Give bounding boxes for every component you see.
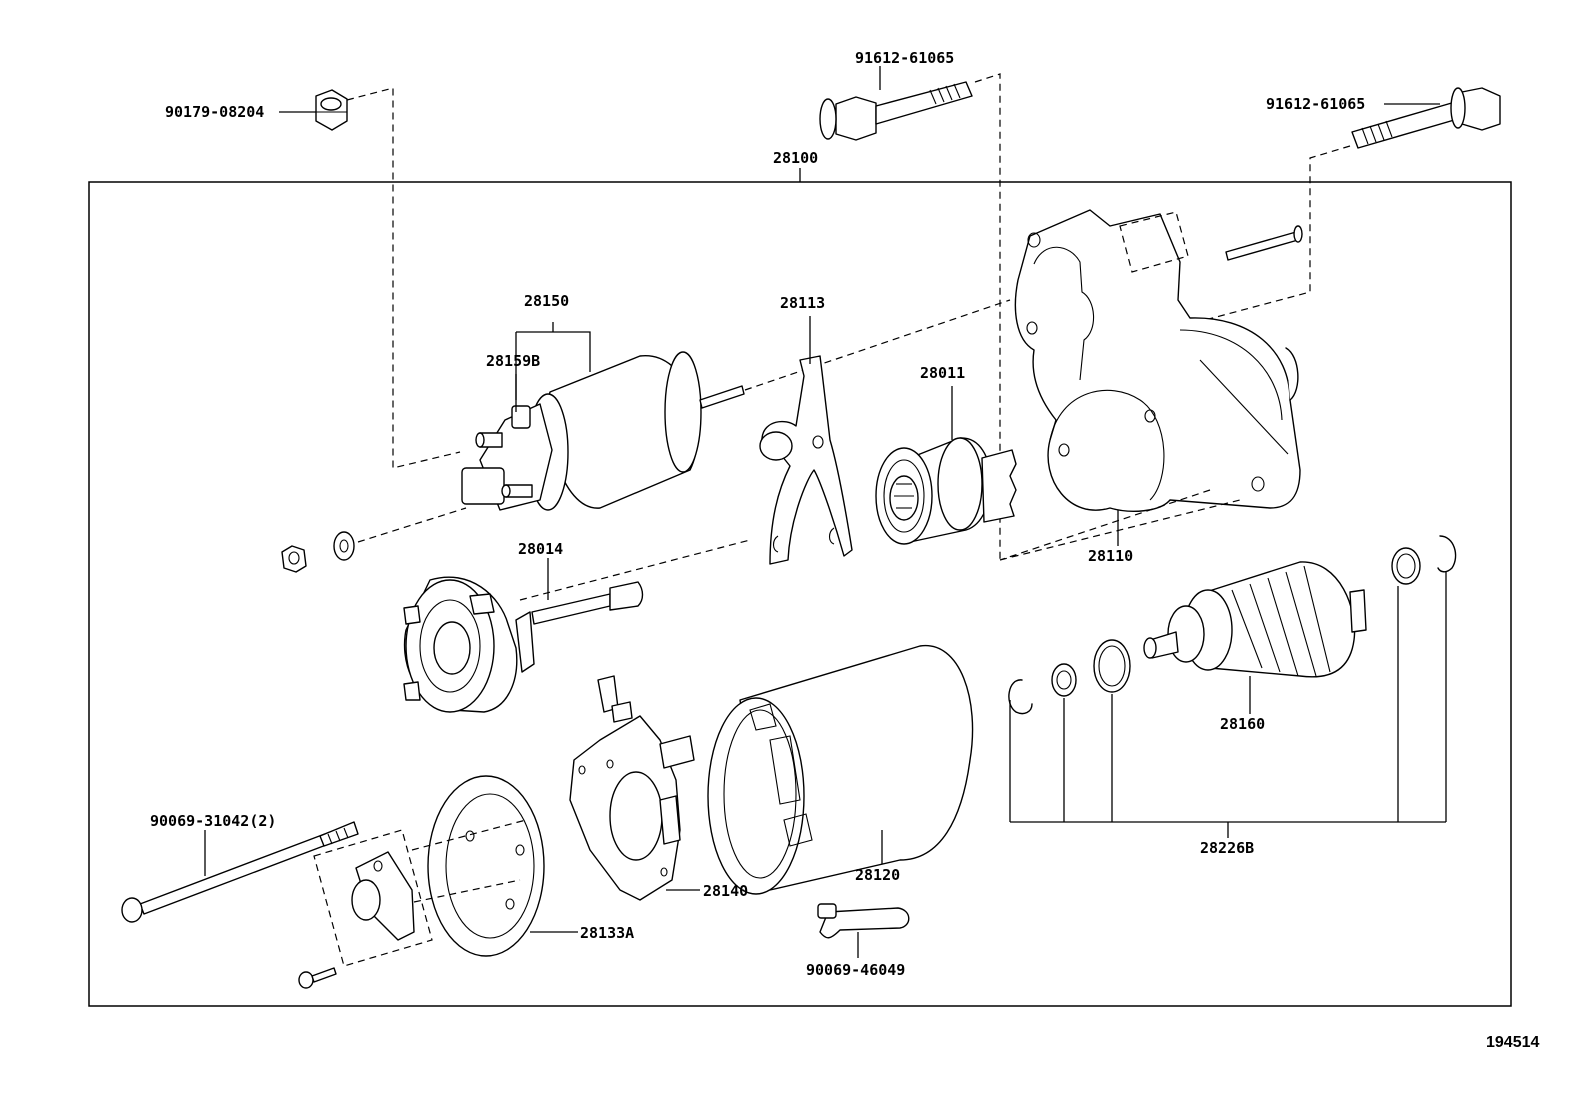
label-90069-46049: 90069-46049 <box>806 961 905 979</box>
label-28226B: 28226B <box>1200 839 1254 857</box>
starter-clutch-28011-icon <box>875 437 1017 545</box>
label-28113: 28113 <box>780 294 825 312</box>
label-28160: 28160 <box>1220 715 1265 733</box>
nut-90179-08204-icon <box>315 89 348 131</box>
brush-holder-28140-icon <box>569 675 695 901</box>
snap-ring-left-icon <box>1008 679 1033 715</box>
label-91612-61065-center: 91612-61065 <box>855 49 954 67</box>
dash-solenoid-axis <box>357 299 1011 543</box>
yoke-28120-icon <box>707 645 974 895</box>
bolt-91612-61065-right-icon <box>1351 87 1501 149</box>
figure-id: 194514 <box>1486 1034 1539 1051</box>
dash-nut-to-stud <box>346 87 461 469</box>
dash-bolt-right <box>1189 145 1351 325</box>
end-frame-28133A-icon <box>427 775 545 957</box>
label-90179-08204: 90179-08204 <box>165 103 264 121</box>
label-28133A: 28133A <box>580 924 634 942</box>
gear-housing-28014-icon <box>403 576 644 713</box>
small-nut-icon <box>281 545 307 573</box>
washer-large-icon <box>1093 639 1131 693</box>
wire-clamp-90069-46049-icon <box>817 903 910 939</box>
washer-small-icon <box>1051 663 1077 697</box>
dash-drive-axis <box>519 539 751 601</box>
starter-housing-28110-icon <box>1014 209 1301 512</box>
bolt-91612-61065-center-icon <box>819 81 973 141</box>
label-28120: 28120 <box>855 866 900 884</box>
dash-housing-bottom <box>999 489 1241 561</box>
dash-housing-cap <box>1119 211 1189 273</box>
housing-stud-icon <box>1225 225 1303 261</box>
small-screw-icon <box>298 967 337 989</box>
solenoid-28150-icon <box>461 351 745 511</box>
label-28011: 28011 <box>920 364 965 382</box>
snap-ring-right-icon <box>1437 535 1457 573</box>
through-bolt-90069-31042-icon <box>121 821 359 923</box>
label-28110: 28110 <box>1088 547 1133 565</box>
rear-cap-icon <box>351 851 415 941</box>
small-washer-icon <box>333 531 355 561</box>
dash-bolt-center <box>974 73 1001 560</box>
bracket-28226B <box>1009 572 1447 838</box>
label-28150: 28150 <box>524 292 569 310</box>
bearing-ring-icon <box>1391 547 1421 585</box>
label-28100: 28100 <box>773 149 818 167</box>
label-28014: 28014 <box>518 540 563 558</box>
label-28159B: 28159B <box>486 352 540 370</box>
dash-rear-guides <box>411 819 527 903</box>
drive-lever-28113-icon <box>759 355 853 565</box>
label-91612-61065-right: 91612-61065 <box>1266 95 1365 113</box>
armature-28160-icon <box>1143 561 1367 678</box>
label-28140: 28140 <box>703 882 748 900</box>
dash-rear-cap-box <box>313 829 433 967</box>
label-90069-31042: 90069-31042(2) <box>150 812 276 830</box>
